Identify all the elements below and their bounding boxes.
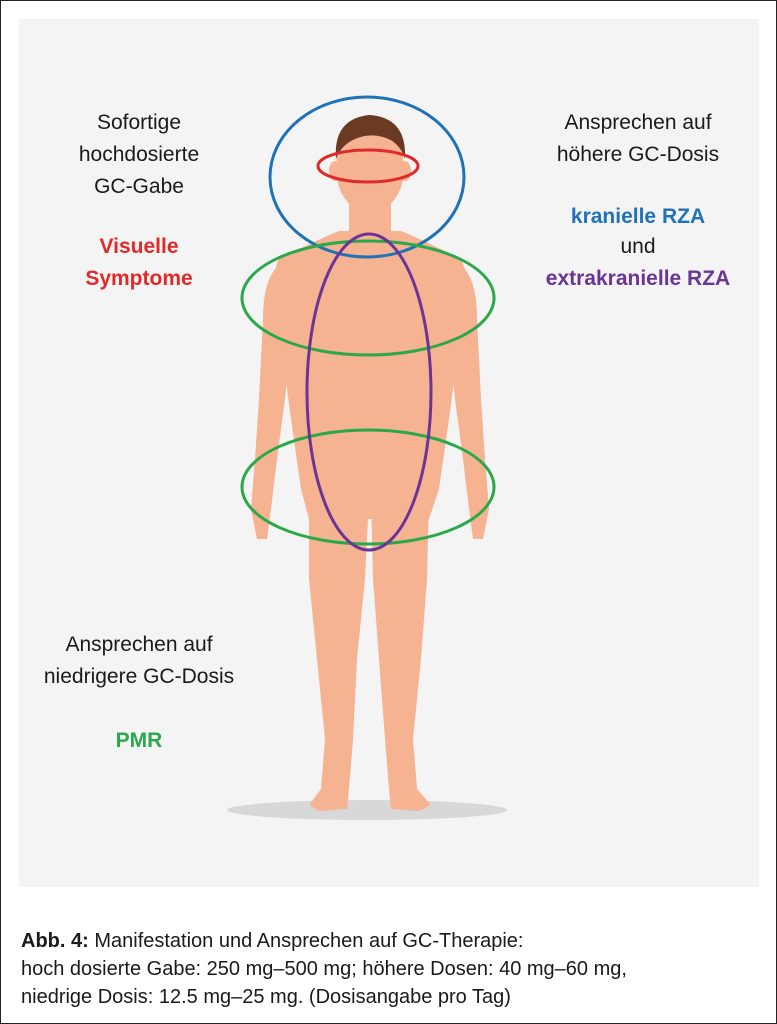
figure-panel: Sofortige hochdosierte GC-Gabe Visuelle … — [19, 19, 759, 887]
text-line: niedrigere GC-Dosis — [43, 665, 235, 688]
cranial-rza-text: kranielle RZA — [570, 205, 706, 228]
pmr-label: PMR — [19, 725, 259, 757]
left-leg — [309, 499, 369, 811]
extracranial-rza-label: extrakranielle RZA — [519, 263, 757, 295]
caption-line-3: niedrige Dosis: 12.5 mg–25 mg. (Dosisang… — [21, 986, 511, 1008]
conjunction-label: und — [525, 231, 751, 263]
head — [336, 125, 404, 213]
extracranial-rza-ellipse — [305, 232, 433, 552]
caption-line-2: hoch dosierte Gabe: 250 mg–500 mg; höher… — [21, 958, 627, 980]
text-line: Visuelle — [99, 235, 179, 258]
human-body-figure — [251, 125, 489, 811]
figure-caption: Abb. 4: Manifestation und Ansprechen auf… — [21, 927, 761, 1011]
higher-dose-response-text: Ansprechen auf höhere GC-Dosis — [525, 107, 751, 171]
caption-title: Manifestation und Ansprechen auf GC-Ther… — [88, 930, 524, 952]
immediate-high-dose-text: Sofortige hochdosierte GC-Gabe — [39, 107, 239, 203]
cranial-rza-label: kranielle RZA — [525, 201, 751, 233]
text-line: GC-Gabe — [94, 175, 184, 198]
cranial-rza-ellipse — [268, 95, 466, 259]
body-diagram — [227, 95, 507, 820]
caption-line-1: Abb. 4: Manifestation und Ansprechen auf… — [21, 927, 761, 955]
text-line: Ansprechen auf — [564, 111, 712, 134]
conjunction-text: und — [620, 235, 656, 258]
text-line: hochdosierte — [78, 143, 200, 166]
lower-dose-response-text: Ansprechen auf niedrigere GC-Dosis — [19, 629, 259, 693]
pmr-shoulder-ellipse — [240, 239, 496, 357]
text-line: höhere GC-Dosis — [556, 143, 720, 166]
text-line: Symptome — [85, 267, 193, 290]
pmr-hip-ellipse — [240, 428, 496, 546]
caption-label: Abb. 4: — [21, 930, 89, 952]
text-line: Sofortige — [96, 111, 182, 134]
hair — [335, 115, 406, 159]
pmr-text: PMR — [115, 729, 163, 752]
right-arm — [449, 263, 489, 539]
visual-symptoms-ellipse — [316, 148, 420, 184]
right-leg — [371, 499, 431, 811]
extracranial-rza-text: extrakranielle RZA — [545, 267, 731, 290]
left-arm — [251, 263, 291, 539]
text-line: Ansprechen auf — [65, 633, 213, 656]
torso — [270, 231, 470, 519]
visual-symptoms-label: Visuelle Symptome — [39, 231, 239, 295]
floor-shadow — [227, 800, 507, 820]
